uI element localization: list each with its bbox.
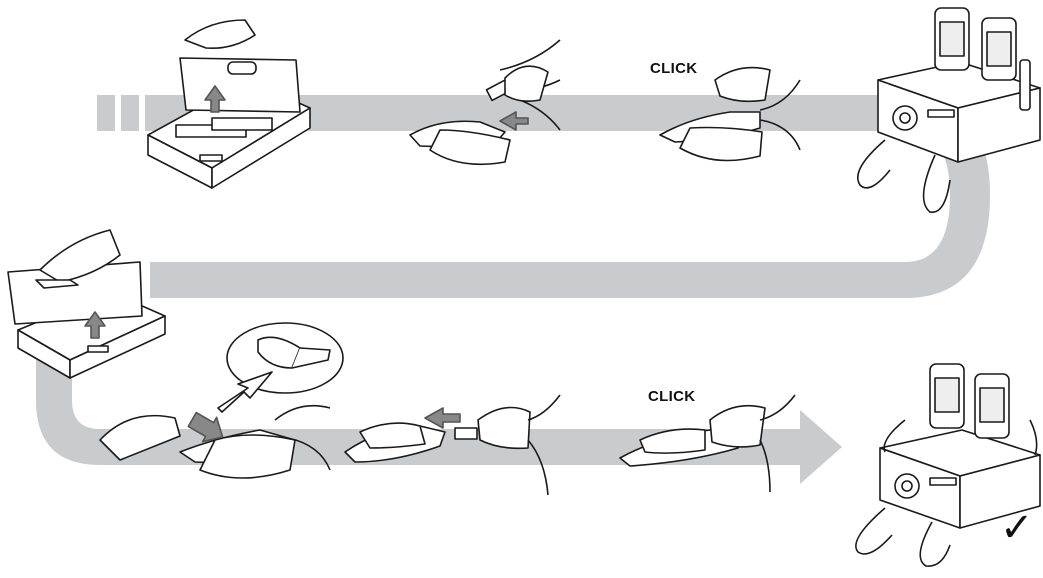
push-arrow-icon (425, 408, 460, 428)
display-icon (928, 110, 954, 117)
cable-icon (858, 140, 890, 188)
cable-icon (920, 522, 950, 566)
flow-band-middle (150, 262, 910, 298)
control-knob-icon (900, 113, 910, 123)
bottle-label (940, 22, 964, 56)
flow-arrowhead (800, 410, 842, 484)
click-label: CLICK (648, 388, 728, 405)
handpiece-icon (228, 62, 256, 74)
handpiece-holder-icon (1020, 60, 1030, 110)
flow-dash-3 (145, 95, 155, 131)
case-latch (200, 155, 222, 161)
bottle-label (980, 388, 1004, 422)
bottle-label (935, 378, 959, 412)
hand-icon (185, 20, 255, 48)
control-knob-icon (902, 481, 912, 491)
step-open-case-tip (8, 230, 165, 378)
case-latch (88, 346, 108, 352)
step-control-unit-top (858, 8, 1040, 212)
hand-icon (200, 435, 295, 478)
cable-icon (924, 155, 950, 212)
hand-icon (360, 423, 425, 448)
case-slot (212, 118, 272, 130)
bottle-label (987, 32, 1011, 66)
flow-dash-1 (97, 95, 115, 131)
check-mark-wrap: ✓ (1000, 508, 1043, 558)
hand-icon (680, 128, 762, 161)
display-icon (930, 478, 956, 485)
hand-icon (478, 408, 530, 449)
cable-icon (856, 508, 892, 554)
hand-icon (710, 406, 765, 447)
step-tip-detail (218, 323, 343, 412)
flow-dash-2 (121, 95, 139, 131)
click-label: CLICK (650, 60, 730, 77)
connector-icon (455, 428, 477, 439)
hand-icon (505, 66, 548, 101)
step-screw-tip (100, 406, 330, 478)
check-mark-icon: ✓ (1000, 508, 1043, 548)
click-label-2-wrap: CLICK (648, 388, 728, 410)
